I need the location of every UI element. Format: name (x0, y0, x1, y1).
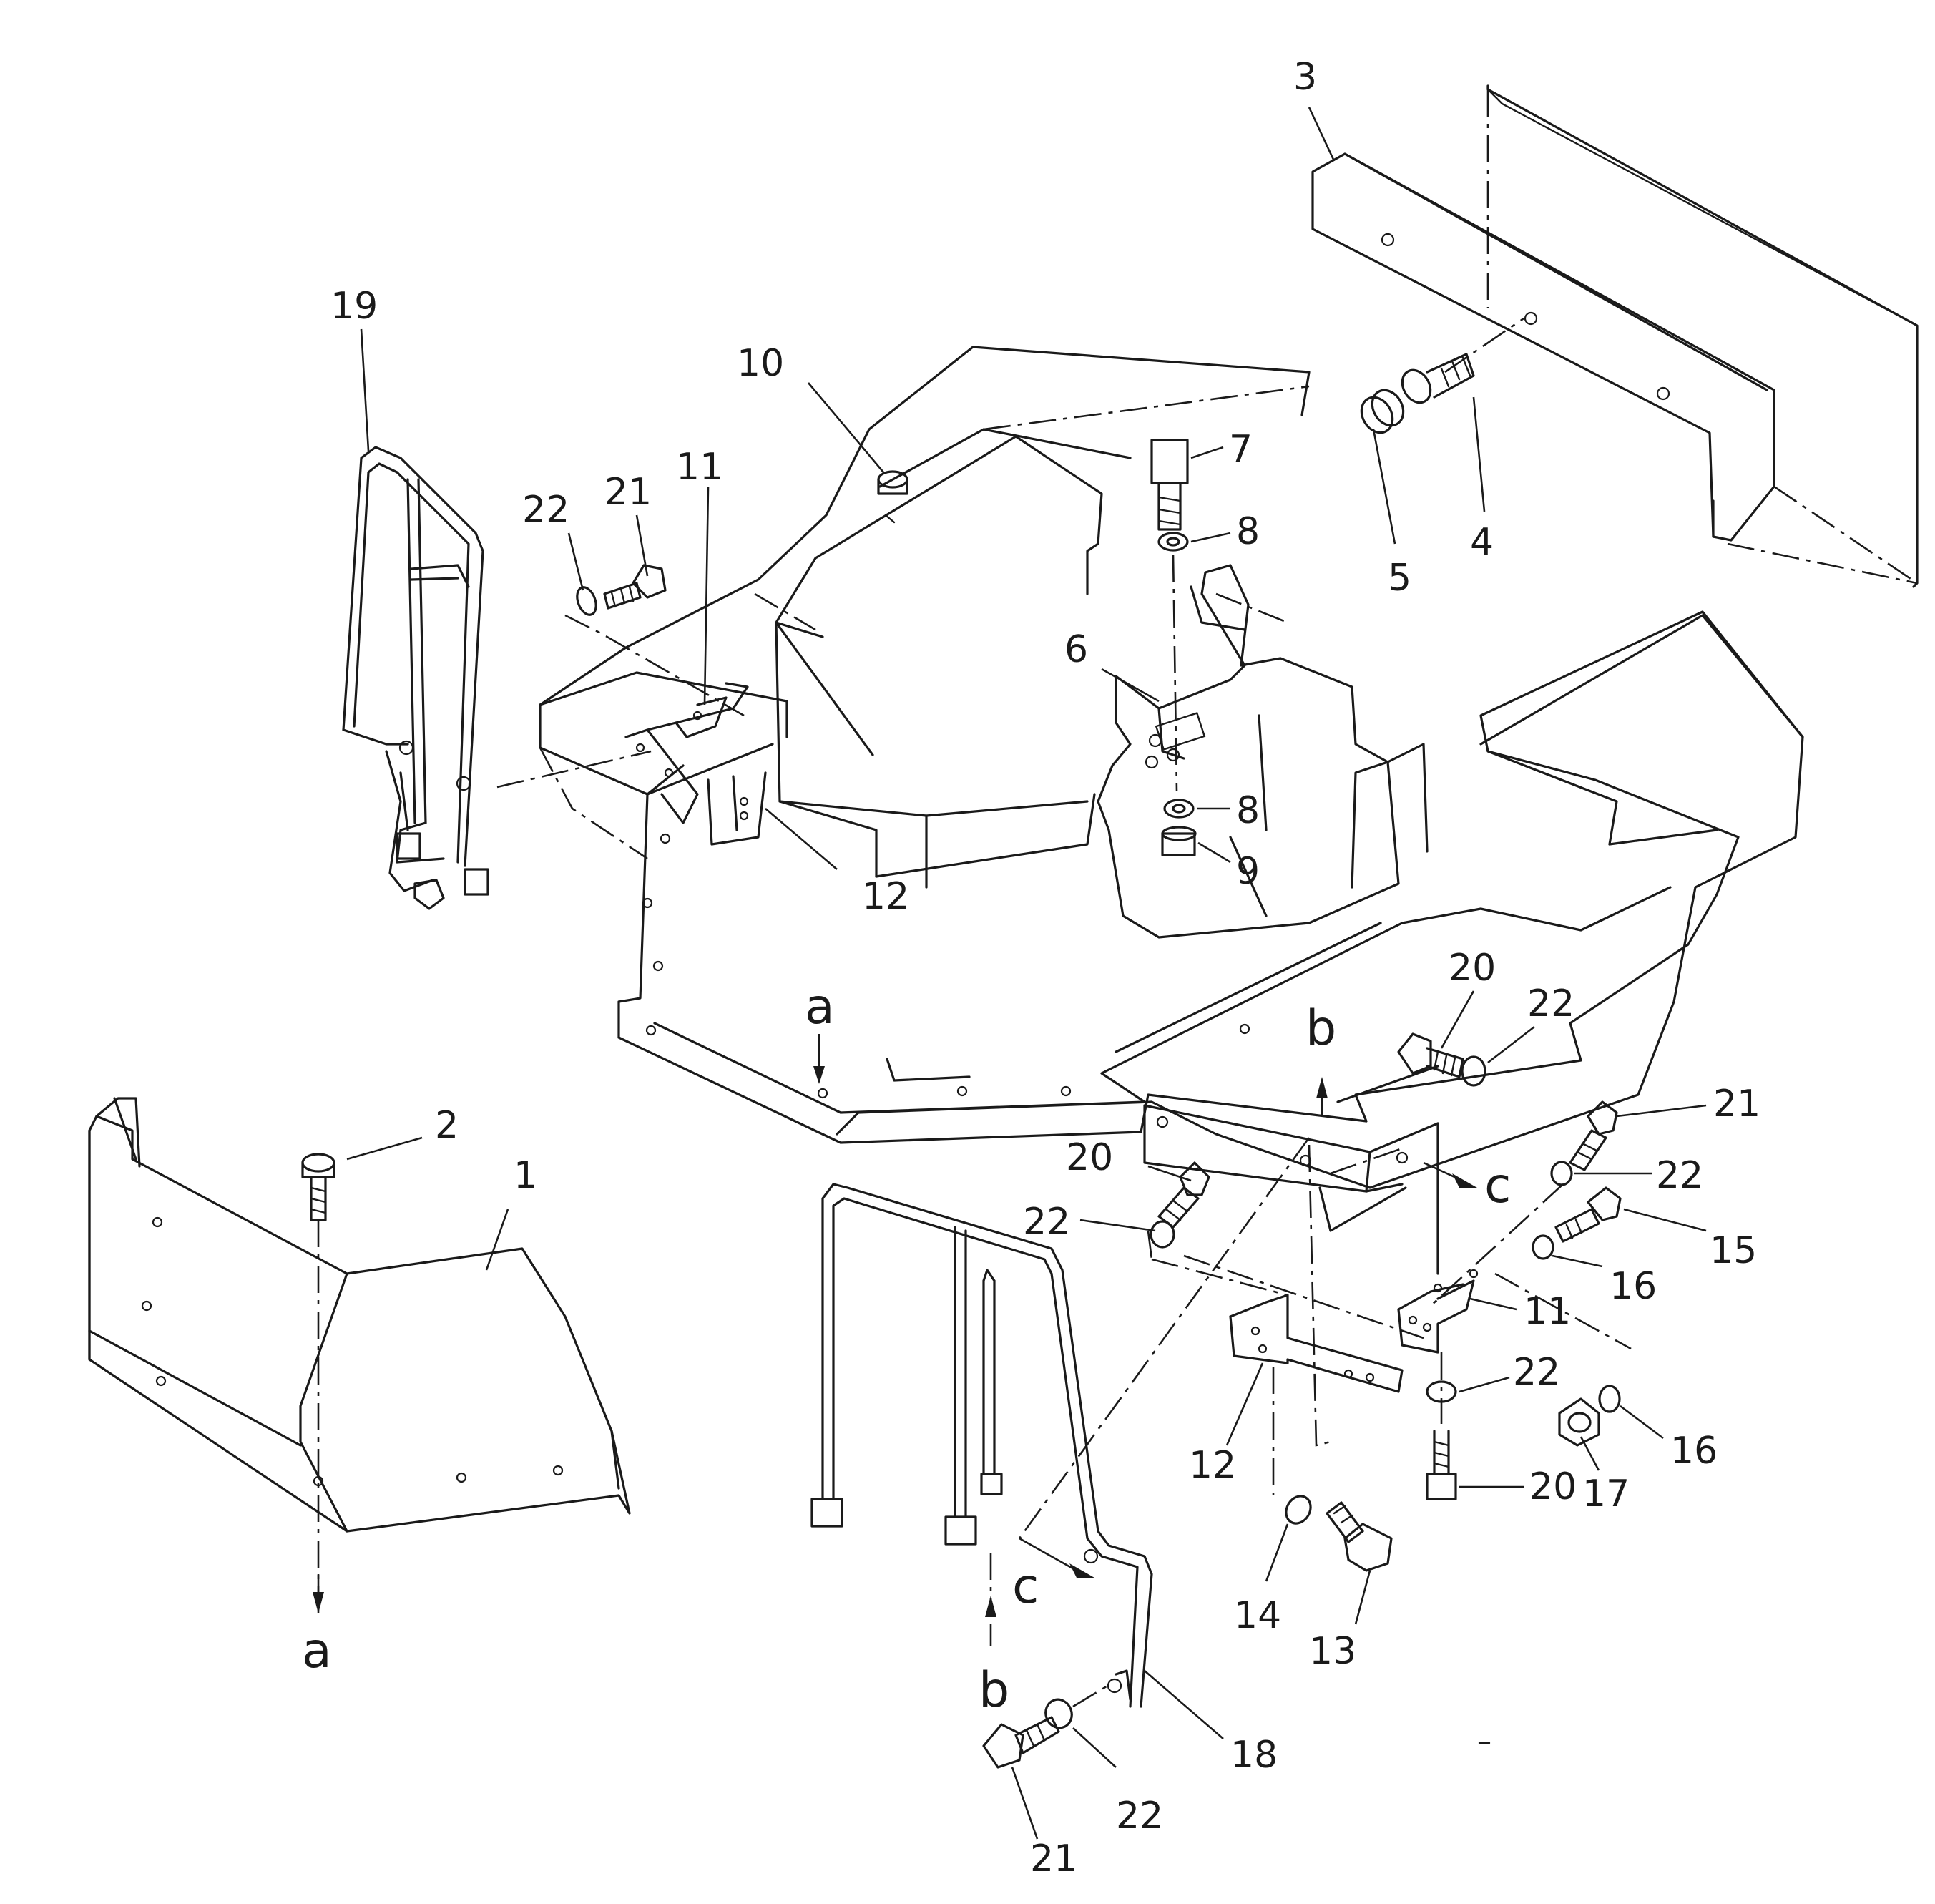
callout-5: 5 (1388, 557, 1411, 600)
callout-13: 13 (1309, 1630, 1356, 1673)
callout-18: 18 (1230, 1734, 1278, 1777)
callout-4: 4 (1470, 521, 1494, 564)
washer-16-lower (1598, 1385, 1621, 1413)
callout-22f: 22 (1116, 1795, 1163, 1837)
callout-3: 3 (1293, 56, 1317, 99)
part-12-bracket-right (1229, 1294, 1404, 1393)
ref-a-bottom: a (302, 1623, 332, 1679)
floor-frame (617, 610, 1804, 1189)
callout-20a: 20 (1449, 947, 1496, 990)
nut-9 (1161, 826, 1197, 856)
bolt-2 (301, 1153, 335, 1221)
callout-17: 17 (1582, 1473, 1630, 1515)
assembly-lines (317, 317, 1632, 1708)
leader-lines (346, 107, 1707, 1840)
callout-19: 19 (330, 285, 378, 328)
callout-14: 14 (1234, 1594, 1281, 1637)
bolt-7 (1150, 439, 1189, 531)
rear-floor-panel (539, 346, 1311, 796)
callout-1: 1 (514, 1154, 537, 1197)
callout-21b: 21 (1713, 1083, 1760, 1126)
ref-b-bottom: b (979, 1662, 1009, 1719)
part-3-rear-cover (1311, 84, 1919, 588)
washer-8-lower (1163, 799, 1195, 819)
part-18-handrail (810, 1183, 1153, 1708)
callout-16b: 16 (1670, 1430, 1718, 1473)
reference-letters: a a b b c c (302, 979, 1511, 1719)
washer-14 (1285, 1495, 1312, 1525)
fasteners (301, 353, 1622, 1769)
bolt-21-top-left (603, 564, 667, 610)
callout-20b: 20 (1066, 1136, 1113, 1179)
seat-block (775, 435, 1103, 889)
callout-10: 10 (737, 342, 784, 385)
reference-arrows (313, 1034, 1477, 1646)
ref-c-right: c (1484, 1158, 1511, 1214)
bolt-15 (1554, 1186, 1622, 1243)
washer-22-bottom (1044, 1698, 1073, 1729)
washer-22-right-2 (1550, 1161, 1573, 1186)
callout-21c: 21 (1030, 1837, 1077, 1880)
bolt-21-bottom (982, 1716, 1060, 1769)
nut-17 (1558, 1397, 1600, 1447)
callout-9: 9 (1236, 850, 1260, 893)
callout-22c: 22 (1656, 1154, 1703, 1197)
bolt-21-right (1569, 1100, 1618, 1171)
ref-c-bottom: c (1012, 1558, 1039, 1615)
callout-12b: 12 (1189, 1444, 1236, 1487)
washer-8-top (1157, 532, 1189, 552)
washer-16-upper (1532, 1234, 1554, 1260)
part-1-side-guard (88, 1097, 631, 1533)
washer-22-center (1150, 1220, 1175, 1249)
callout-16a: 16 (1610, 1265, 1657, 1308)
right-floor-extension (1479, 614, 1804, 846)
callout-15: 15 (1710, 1229, 1757, 1272)
part-19-handrail (342, 446, 489, 910)
bolt-20-right (1397, 1032, 1464, 1078)
callout-21a: 21 (604, 471, 652, 514)
cap-5 (1360, 389, 1405, 434)
ref-b-top: b (1305, 1000, 1336, 1057)
callout-20c: 20 (1529, 1465, 1577, 1508)
part-11-bracket-right (1397, 1269, 1479, 1354)
callout-22a: 22 (522, 489, 569, 532)
washer-22-right (1461, 1055, 1486, 1087)
bolt-20-lower-right (1426, 1430, 1457, 1500)
cap-10 (877, 470, 908, 524)
bolt-13 (1326, 1501, 1393, 1572)
callout-12a: 12 (862, 875, 909, 918)
washer-22-top-left (576, 586, 597, 616)
ref-a-top: a (805, 979, 835, 1035)
control-console (1097, 564, 1429, 939)
callout-11b: 11 (1524, 1290, 1571, 1333)
callout-11a: 11 (676, 446, 723, 489)
callout-2: 2 (435, 1104, 459, 1147)
callout-22b: 22 (1527, 982, 1574, 1025)
callout-22d: 22 (1023, 1201, 1070, 1244)
part-12-bracket-left (707, 771, 767, 846)
callout-7: 7 (1229, 428, 1253, 471)
bolt-4 (1401, 353, 1475, 404)
callout-8a: 8 (1236, 510, 1260, 553)
callout-8b: 8 (1236, 789, 1260, 832)
callout-22e: 22 (1513, 1351, 1560, 1394)
callout-6: 6 (1064, 628, 1088, 671)
callout-numbers: 1 2 3 4 5 6 7 8 8 9 10 11 11 12 12 13 14… (330, 56, 1760, 1880)
